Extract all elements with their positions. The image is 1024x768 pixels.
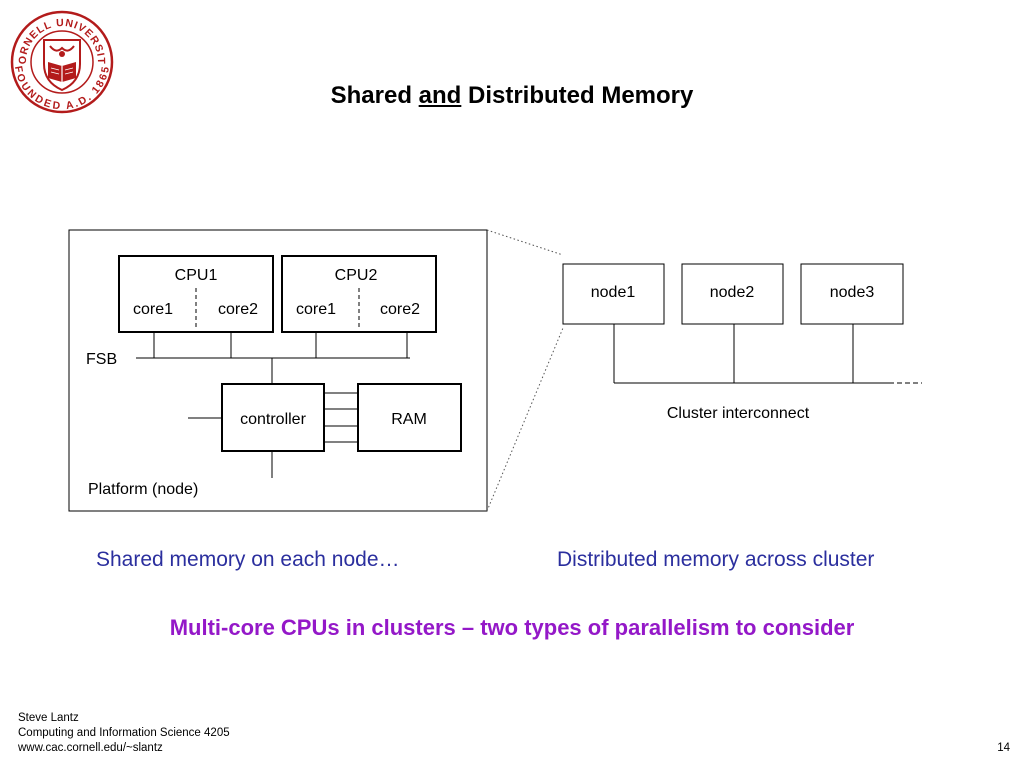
shared-memory-caption: Shared memory on each node… [96,548,400,571]
cpu2-core2-label: core2 [380,301,420,318]
cpu1-label: CPU1 [175,267,218,284]
node1-box [562,263,665,325]
title-word-and: and [418,82,462,109]
node3-box [800,263,904,325]
cpu1-core1-label: core1 [133,301,173,318]
node1-label: node1 [591,284,636,301]
footer-author: Steve Lantz [18,712,79,724]
zoom-connector-bottom [486,327,564,512]
interconnect-label: Cluster interconnect [667,405,810,422]
title-word-distributed-memory: Distributed Memory [468,82,694,109]
node2-box [681,263,784,325]
footer-url: www.cac.cornell.edu/~slantz [18,742,163,754]
fsb-label: FSB [86,351,117,368]
cpu2-core1-label: core1 [296,301,336,318]
controller-box [221,383,325,452]
platform-node-frame [68,229,488,512]
cornell-seal-logo: CORNELL UNIVERSITY FOUNDED A.D. 1865 [10,10,114,114]
node2-label: node2 [710,284,755,301]
node3-label: node3 [830,284,875,301]
cpu2-label: CPU2 [335,267,378,284]
controller-label: controller [240,411,306,428]
cpu1-core2-label: core2 [218,301,258,318]
footer-block: Steve Lantz Computing and Information Sc… [18,711,230,756]
page-number: 14 [997,742,1010,754]
platform-label: Platform (node) [88,481,198,498]
ram-label: RAM [391,411,427,428]
title-word-shared: Shared [330,82,412,109]
footer-course: Computing and Information Science 4205 [18,727,230,739]
ram-box [357,383,462,452]
slide-title: Shared and Distributed Memory [0,82,1024,110]
distributed-memory-caption: Distributed memory across cluster [557,548,875,571]
summary-statement: Multi-core CPUs in clusters – two types … [169,615,855,640]
zoom-connector-top [486,229,564,256]
